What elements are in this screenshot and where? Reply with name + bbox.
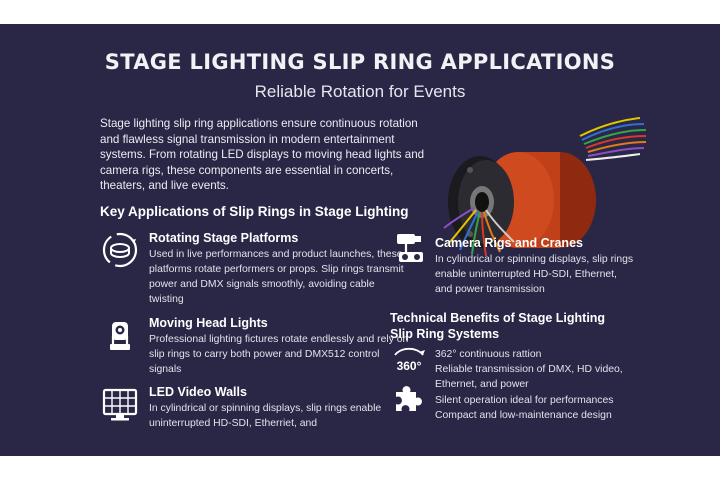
- slip-ring-product-image: [443, 117, 647, 257]
- infographic-panel: STAGE LIGHTING SLIP RING APPLICATIONS Re…: [0, 24, 720, 456]
- application-title: Rotating Stage Platforms: [149, 231, 299, 245]
- application-description: Professional lighting fictures rotate en…: [149, 334, 409, 375]
- application-title: Moving Head Lights: [149, 316, 268, 330]
- intro-paragraph: Stage lighting slip ring applications en…: [100, 117, 425, 192]
- page-subtitle: Reliable Rotation for Events: [254, 82, 466, 101]
- rotation-badge-text: 360°: [397, 359, 422, 373]
- application-description: In cylindrical or spinning displays, sli…: [149, 403, 382, 429]
- benefit-item: Silent operation ideal for performances: [435, 394, 614, 406]
- application-item-led-video-walls: LED Video Walls In cylindrical or spinni…: [102, 385, 409, 431]
- page-title: STAGE LIGHTING SLIP RING APPLICATIONS: [104, 50, 616, 74]
- rotating-platform-icon: [102, 232, 138, 268]
- application-title: Camera Rigs and Cranes: [435, 236, 583, 250]
- benefit-item: Compact and low-maintenance design: [435, 409, 612, 421]
- moving-head-light-icon: [110, 322, 130, 350]
- video-wall-icon: [102, 388, 138, 421]
- application-description: Used in live performances and product la…: [149, 249, 404, 305]
- benefits-list: 362° continuous rattion Reliable transmi…: [435, 347, 685, 423]
- application-item-moving-head-lights: Moving Head Lights Professional lighting…: [110, 316, 409, 377]
- benefits-heading: Technical Benefits of Stage Lighting Sli…: [390, 311, 606, 341]
- benefit-item: Reliable transmission of DMX, HD video,: [435, 364, 623, 376]
- benefit-item: Ethernet, and power: [435, 379, 529, 391]
- application-item-camera-rigs: Camera Rigs and Cranes In cylindrical or…: [397, 234, 635, 297]
- rotation-360-icon: 360°: [394, 347, 425, 373]
- application-description: In cylindrical or spinning displays, sli…: [435, 254, 634, 295]
- application-item-rotating-platforms: Rotating Stage Platforms Used in live pe…: [102, 231, 409, 307]
- application-title: LED Video Walls: [149, 385, 247, 399]
- puzzle-piece-icon: [396, 386, 422, 411]
- applications-heading: Key Applications of Slip Rings in Stage …: [100, 204, 409, 219]
- camera-rig-icon: [397, 234, 423, 262]
- benefit-item: 362° continuous rattion: [435, 349, 542, 360]
